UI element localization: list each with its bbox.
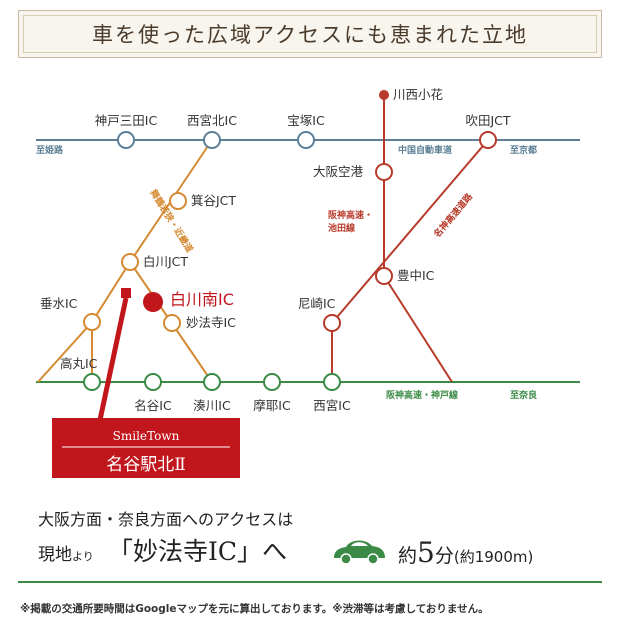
label-kobe-sanda: 神戸三田IC xyxy=(95,113,158,128)
label-shirakawa-minami: 白川南IC xyxy=(170,290,234,309)
station-nishinomiya xyxy=(323,373,341,391)
station-shirakawa-jct xyxy=(121,253,139,271)
label-osaka-airport: 大阪空港 xyxy=(313,164,364,179)
footnote: ※掲載の交通所要時間はGoogleマップを元に算出しております。※渋滞等は考慮し… xyxy=(20,603,489,615)
road-map: 至姫路 至京都 中国自動車道 至奈良 阪神高速・神戸線 舞鶴若狭・近畿道 阪神高… xyxy=(36,87,580,478)
station-tarumi xyxy=(83,313,101,331)
property-square-marker xyxy=(121,288,131,298)
station-osaka-airport xyxy=(375,163,393,181)
station-shirakawa-minami xyxy=(143,292,163,312)
access-ic-name: 「妙法寺IC」へ xyxy=(108,537,288,566)
label-sumagawa: 湊川IC xyxy=(193,398,231,413)
label-maya: 摩耶IC xyxy=(253,398,291,413)
access-prefix-main: 現地 xyxy=(38,545,72,565)
divider-rule xyxy=(18,581,602,583)
label-nishinomiya: 西宮IC xyxy=(313,398,351,413)
chugoku-line-label: 中国自動車道 xyxy=(398,144,452,156)
access-heading: 大阪方面・奈良方面へのアクセスは xyxy=(38,510,294,529)
station-maya xyxy=(263,373,281,391)
property-subtitle: SmileTown xyxy=(113,429,180,443)
station-myohoji xyxy=(163,314,181,332)
access-time-prefix: 約 xyxy=(398,545,418,567)
access-distance: (約1900m) xyxy=(453,548,534,566)
property-box xyxy=(52,418,240,478)
meishin-line xyxy=(331,139,489,324)
car-icon xyxy=(334,540,385,565)
access-prefix-small: より xyxy=(72,550,94,563)
label-kawanishi-obana: 川西小花 xyxy=(393,87,443,102)
station-myodani xyxy=(144,373,162,391)
label-myodani: 名谷IC xyxy=(134,398,172,413)
station-suita-jct xyxy=(479,131,497,149)
access-prefix: 現地より xyxy=(38,540,94,565)
header-banner: 車を使った広域アクセスにも恵まれた立地 xyxy=(18,10,602,58)
station-sumagawa xyxy=(203,373,221,391)
property-pointer xyxy=(97,297,129,421)
label-minodani-jct: 箕谷JCT xyxy=(191,193,236,208)
property-name: 名谷駅北Ⅱ xyxy=(106,455,186,475)
access-row: 現地より 「妙法寺IC」へ 約5分(約1900m) xyxy=(38,530,598,570)
station-amagasaki xyxy=(323,314,341,332)
label-tarumi: 垂水IC xyxy=(40,296,78,311)
label-takamaru: 高丸IC xyxy=(60,356,98,371)
header-inner-frame: 車を使った広域アクセスにも恵まれた立地 xyxy=(23,15,597,53)
access-time-num: 5 xyxy=(417,536,435,569)
label-takarazuka: 宝塚IC xyxy=(287,113,325,128)
station-nishinomiya-kita xyxy=(203,131,221,149)
ikeda-line-label-2: 池田線 xyxy=(328,222,355,234)
station-toyonaka xyxy=(375,267,393,285)
label-toyonaka: 豊中IC xyxy=(397,268,435,283)
access-time-unit: 分 xyxy=(434,545,454,567)
top-left-end-label: 至姫路 xyxy=(36,144,64,156)
bottom-right-end-label: 至奈良 xyxy=(510,389,537,401)
hanshin-kobe-line-label: 阪神高速・神戸線 xyxy=(386,389,458,401)
ikeda-line-label-1: 阪神高速・ xyxy=(328,209,373,221)
label-suita-jct: 吹田JCT xyxy=(465,113,510,128)
station-kawanishi-obana xyxy=(379,90,389,100)
label-myohoji: 妙法寺IC xyxy=(186,315,236,330)
station-takarazuka xyxy=(297,131,315,149)
toyonaka-branch-line xyxy=(383,275,453,383)
station-kobe-sanda xyxy=(117,131,135,149)
label-shirakawa-jct: 白川JCT xyxy=(143,254,188,269)
page-title: 車を使った広域アクセスにも恵まれた立地 xyxy=(92,23,528,47)
label-amagasaki: 尼崎IC xyxy=(298,296,336,311)
access-time: 約5分(約1900m) xyxy=(398,536,533,569)
station-takamaru xyxy=(83,373,101,391)
label-nishinomiya-kita: 西宮北IC xyxy=(187,113,237,128)
station-minodani-jct xyxy=(169,192,187,210)
top-right-end-label: 至京都 xyxy=(510,144,537,156)
